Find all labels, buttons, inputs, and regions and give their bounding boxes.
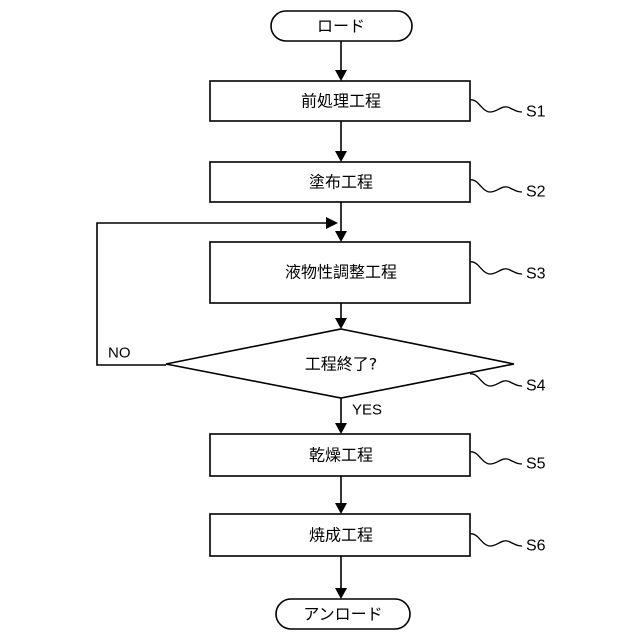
- step-leaders: [470, 100, 522, 546]
- end-terminal: アンロード: [276, 599, 410, 629]
- arrowhead-loop: [326, 217, 338, 229]
- process-s2-label: 塗布工程: [309, 173, 373, 192]
- leader-s4: [470, 374, 522, 386]
- process-s6: 焼成工程: [210, 514, 470, 556]
- arrowhead-s6: [335, 503, 347, 514]
- branch-yes-label: YES: [352, 402, 382, 419]
- start-terminal-label: ロード: [317, 17, 365, 36]
- decision-s4-label: 工程終了?: [305, 355, 378, 374]
- step-id-s6: S6: [526, 538, 546, 555]
- process-s6-label: 焼成工程: [309, 526, 373, 545]
- decision-s4: 工程終了?: [166, 329, 514, 398]
- arrowhead-s1: [335, 70, 347, 81]
- end-terminal-label: アンロード: [303, 605, 382, 624]
- arrowhead-s5: [335, 423, 347, 434]
- arrowhead-end: [335, 588, 347, 599]
- step-id-s2: S2: [526, 184, 546, 201]
- step-id-s3: S3: [526, 266, 546, 283]
- step-id-s1: S1: [526, 104, 546, 121]
- leader-s5: [470, 452, 522, 464]
- leader-s2: [470, 180, 522, 192]
- step-id-s4: S4: [526, 378, 546, 395]
- arrowhead-s3: [335, 231, 347, 242]
- leader-s3: [470, 262, 522, 274]
- process-s1: 前処理工程: [210, 81, 470, 121]
- process-s1-label: 前処理工程: [301, 92, 381, 111]
- process-s3-label: 液物性調整工程: [285, 263, 397, 282]
- leader-s1: [470, 100, 522, 112]
- process-s2: 塗布工程: [210, 162, 470, 202]
- start-terminal: ロード: [271, 11, 412, 41]
- arrowhead-s2: [335, 151, 347, 162]
- step-id-s5: S5: [526, 456, 546, 473]
- process-s5-label: 乾燥工程: [309, 446, 373, 465]
- leader-s6: [470, 534, 522, 546]
- process-s3: 液物性調整工程: [210, 242, 470, 303]
- process-s5: 乾燥工程: [210, 434, 470, 476]
- arrowhead-s4: [335, 318, 347, 329]
- branch-no-label: NO: [108, 345, 131, 362]
